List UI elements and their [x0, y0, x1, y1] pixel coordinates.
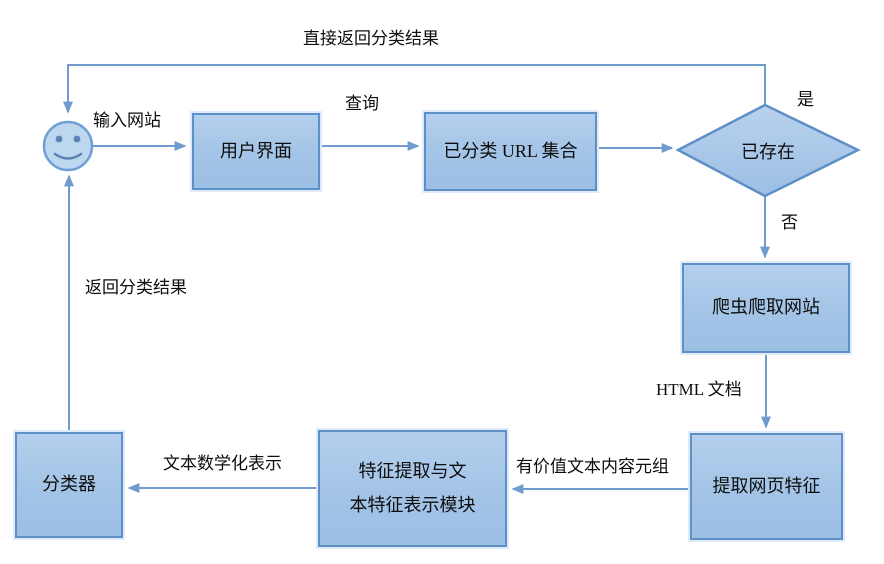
decision-diamond-shape [675, 103, 861, 198]
node-extract-webpage-features: 提取网页特征 [690, 433, 843, 540]
edge-label-valuable-tuple: 有价值文本内容元组 [516, 457, 669, 476]
user-smiley-node [42, 120, 94, 172]
edge-label-no: 否 [781, 213, 798, 232]
edge-label-math-repr: 文本数学化表示 [163, 454, 282, 473]
smiley-face-icon [42, 120, 94, 172]
node-crawler: 爬虫爬取网站 [682, 263, 850, 353]
edge-label-direct-return: 直接返回分类结果 [303, 29, 439, 48]
node-user-interface: 用户界面 [192, 113, 320, 190]
edge-label-input-site: 输入网站 [93, 111, 161, 130]
edge-label-yes: 是 [797, 90, 814, 109]
node-classified-url-set: 已分类 URL 集合 [424, 112, 597, 191]
edge-label-query: 查询 [345, 94, 379, 113]
edge-label-return-result: 返回分类结果 [85, 278, 187, 297]
edge-label-html-doc: HTML 文档 [656, 380, 742, 399]
node-feature-representation-module: 特征提取与文 本特征表示模块 [318, 430, 507, 547]
decision-diamond-label: 已存在 [741, 141, 795, 162]
edge-yes-direct-return [63, 64, 766, 114]
node-classifier: 分类器 [15, 432, 123, 538]
